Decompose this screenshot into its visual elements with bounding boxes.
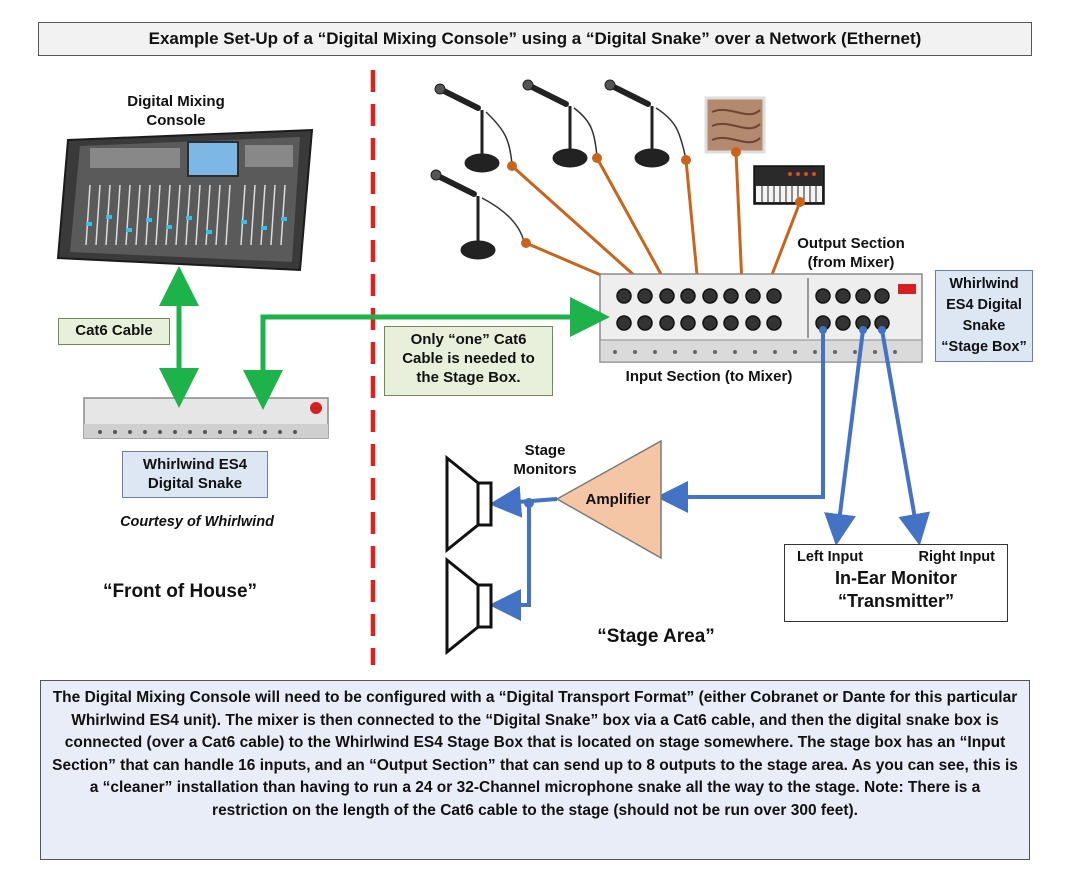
- stage-monitors-line1: Stage: [524, 442, 566, 459]
- foh-digital-snake-image: [83, 397, 329, 439]
- input-section-label: Input Section (to Mixer): [625, 368, 793, 385]
- iem-label-line2: “Transmitter”: [837, 591, 955, 611]
- front-of-house-label: “Front of House”: [102, 581, 258, 602]
- only-one-note-line1: Only “one” Cat6: [410, 331, 527, 348]
- foh-snake-label-line1: Whirlwind ES4: [142, 456, 248, 473]
- microphone-2: [522, 79, 588, 168]
- output-section-line2: (from Mixer): [807, 254, 895, 271]
- only-one-cat6-note: Only “one” Cat6 Cable is needed to the S…: [384, 326, 553, 396]
- output-to-amplifier-line: [656, 330, 825, 513]
- console-label: Digital Mixing Console: [96, 92, 256, 130]
- output-to-right-input-line: [880, 329, 931, 546]
- stage-monitor-1: [445, 454, 493, 554]
- left-input-label: Left Input: [797, 549, 864, 565]
- stage-box-label: Whirlwind ES4 Digital Snake “Stage Box”: [935, 270, 1033, 362]
- keyboard-image: [753, 165, 825, 205]
- iem-label-line1: In-Ear Monitor: [835, 568, 957, 588]
- only-one-note-line2: Cable is needed to: [402, 350, 535, 367]
- right-input-label: Right Input: [918, 549, 995, 565]
- stage-box-label-line1: Whirlwind: [949, 276, 1019, 292]
- stage-box-label-line4: “Stage Box”: [941, 339, 1027, 355]
- stage-monitor-2: [445, 556, 493, 656]
- microphone-1: [434, 83, 500, 173]
- foh-snake-label: Whirlwind ES4 Digital Snake: [122, 451, 268, 498]
- cat6-cable-label: Cat6 Cable: [58, 318, 170, 345]
- microphone-4: [430, 169, 496, 260]
- cat6-snake-to-stagebox-arrow: [243, 297, 610, 410]
- stage-box-image: [599, 273, 923, 363]
- stage-box-label-line3: Snake: [962, 318, 1006, 334]
- stage-box-label-line2: ES4 Digital: [946, 297, 1022, 313]
- output-section-line1: Output Section: [797, 235, 905, 252]
- drum-image: [704, 96, 766, 154]
- amplifier-triangle: [555, 439, 662, 560]
- foh-snake-label-line2: Digital Snake: [147, 475, 243, 492]
- console-label-line2: Console: [146, 112, 206, 129]
- only-one-note-line3: the Stage Box.: [416, 369, 521, 386]
- microphone-3: [604, 79, 670, 168]
- stage-monitors-label: Stage Monitors: [500, 441, 590, 479]
- stage-monitors-line2: Monitors: [513, 461, 577, 478]
- amp-to-monitor-2-line: [489, 503, 531, 621]
- stage-area-label: “Stage Area”: [597, 626, 715, 647]
- amplifier-label: Amplifier: [585, 491, 651, 508]
- output-section-label: Output Section (from Mixer): [772, 234, 930, 272]
- courtesy-label: Courtesy of Whirlwind: [120, 514, 274, 530]
- output-to-left-input-line: [824, 329, 865, 546]
- diagram-title: Example Set-Up of a “Digital Mixing Cons…: [38, 22, 1032, 56]
- description-box: The Digital Mixing Console will need to …: [40, 680, 1030, 860]
- console-label-line1: Digital Mixing: [127, 93, 225, 110]
- mixing-console-image: [56, 128, 314, 272]
- in-ear-monitor-transmitter: Left Input Right Input In-Ear Monitor “T…: [784, 544, 1008, 622]
